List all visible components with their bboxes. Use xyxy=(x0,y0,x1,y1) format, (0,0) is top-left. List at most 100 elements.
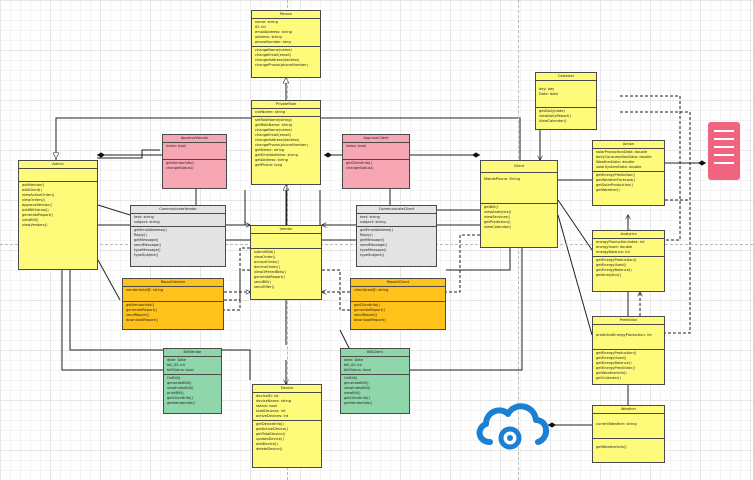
field-row: Date: date xyxy=(539,92,559,96)
class-action[interactable]: Action solarProductionData: double daily… xyxy=(592,140,665,206)
field-row: date: Date xyxy=(344,358,364,362)
method-row: sendReport() xyxy=(126,313,150,317)
method-row: sendOffer() xyxy=(254,285,275,289)
method-row: viewIndexBill() xyxy=(344,386,371,390)
class-privaterole[interactable]: PrivateRole roleName: string setRoleName… xyxy=(251,100,321,185)
method-row: viewOfferedBids() xyxy=(254,270,287,274)
field-row: subject: string xyxy=(360,220,386,224)
class-prediction[interactable]: Prediction predictedEnergyProduction: in… xyxy=(592,316,665,385)
field-section: solarProductionData: double dailyConsump… xyxy=(593,149,664,172)
class-calendar[interactable]: Calendar day: day Date: date getDaily(da… xyxy=(535,72,597,130)
method-section: getDeviceInfo() getActiveDevice() getTot… xyxy=(253,421,321,453)
class-billvendor[interactable]: BillVendor date: Date bill_ID: int billS… xyxy=(163,348,222,414)
field-section: deviceID: int deviceName: string status:… xyxy=(253,393,321,421)
class-title: BillClient xyxy=(341,349,409,357)
method-row: getPhone: long xyxy=(255,163,283,167)
method-row: viewIndexBill() xyxy=(167,386,194,390)
field-row: roleName: string xyxy=(255,110,286,114)
method-row: getPrediction() xyxy=(484,220,511,224)
field-row: name: string xyxy=(255,20,278,24)
field-section: index: bool xyxy=(343,143,409,160)
class-title: Person xyxy=(252,11,320,19)
class-communicatevendor[interactable]: CommunicateVendor text: string subject: … xyxy=(130,205,226,267)
method-row: addVendor() xyxy=(22,183,45,187)
class-approveclient[interactable]: ApproveClient index: bool getClientInfo(… xyxy=(342,134,410,189)
field-row: energyBalance: int xyxy=(596,250,630,254)
field-row: ID: int xyxy=(255,25,266,29)
class-title: Admin xyxy=(19,161,97,169)
method-row: getAnalytics() xyxy=(596,273,622,277)
field-row: index: bool xyxy=(166,144,186,148)
class-title: Analytics xyxy=(593,231,664,239)
class-billclient[interactable]: BillClient date: Date bill_ID: int billS… xyxy=(340,348,410,414)
method-row: viewActiveOrder() xyxy=(22,193,55,197)
method-row: getClientInfo() xyxy=(167,396,193,400)
stacked-database-icon xyxy=(708,122,740,180)
method-row: downloadReport() xyxy=(354,318,387,322)
method-row: getMessage() xyxy=(360,238,385,242)
class-title: Calendar xyxy=(536,73,596,81)
method-row: changePhone(phoneNumber) xyxy=(255,143,308,147)
method-row: getEnergyPrediction() xyxy=(596,173,636,177)
field-row: clientArea@: string xyxy=(354,288,389,292)
method-row: Reply() xyxy=(134,233,147,237)
field-row: emailAddress: string xyxy=(255,30,292,34)
method-row: changeEmail(email) xyxy=(255,53,291,57)
class-title: Weather xyxy=(593,406,664,414)
method-row: generateReport() xyxy=(254,275,285,279)
class-admin[interactable]: Admin addVendor() addClient() viewActive… xyxy=(18,160,98,270)
method-row: getVendorInfo() xyxy=(126,303,155,307)
field-row: text: string xyxy=(360,215,380,219)
method-row: getWeatherInfo() xyxy=(596,371,627,375)
method-row: downloadReport() xyxy=(126,318,159,322)
method-row: getEnergyUsed() xyxy=(596,356,627,360)
method-row: generateReport() xyxy=(354,308,385,312)
method-section: getEmailAddress() Reply() getMessage() s… xyxy=(357,227,436,259)
field-section xyxy=(251,234,321,249)
class-analytics[interactable]: Analytics energyProductionIndex: int ene… xyxy=(592,230,665,292)
field-row: date: Date xyxy=(167,358,187,362)
class-approvevendor[interactable]: ApproveVendor index: bool getVendorInfo(… xyxy=(162,134,227,189)
class-reportclient[interactable]: ReportClient clientArea@: string getClie… xyxy=(350,278,446,330)
field-section: currentWeather: string xyxy=(593,414,664,439)
method-section: getDaily(date) viewDailyReport() ViewCal… xyxy=(536,108,596,125)
method-row: viewAnalytics() xyxy=(484,210,512,214)
field-row: solarProductionData: double xyxy=(596,150,648,154)
method-row: getEnergyUsed() xyxy=(596,263,627,267)
field-row: index: bool xyxy=(346,144,366,148)
class-title: Prediction xyxy=(593,317,664,325)
method-row: getEmailAddress: string xyxy=(255,153,298,157)
method-row: viewOrder() xyxy=(254,255,276,259)
class-client[interactable]: Client MobilePhone: String getBill() vie… xyxy=(480,160,558,248)
class-title: ApproveClient xyxy=(343,135,409,143)
method-row: printBill() xyxy=(167,391,184,395)
method-row: getDeviceInfo() xyxy=(256,422,284,426)
method-row: getWeatherForecast() xyxy=(596,178,636,182)
field-section: vendorArea@: string xyxy=(123,287,223,302)
field-row: energyUsed: double xyxy=(596,245,633,249)
method-row: getName: string xyxy=(255,148,285,152)
class-person[interactable]: Person name: string ID: int emailAddress… xyxy=(251,10,321,78)
method-section: getEnergyProduction() getEnergyUsed() ge… xyxy=(593,257,664,279)
method-row: getSolarProduction() xyxy=(596,183,633,187)
class-communicateclient[interactable]: CommunicateClient text: string subject: … xyxy=(356,205,437,267)
field-section: roleName: string xyxy=(252,109,320,117)
method-section: getEmailAddress() Reply() getMessage() s… xyxy=(131,227,225,259)
class-vendor[interactable]: Vendor submitBid() viewOrder() acceptOrd… xyxy=(250,225,322,300)
method-row: addClient() xyxy=(22,188,42,192)
method-row: addWithdraw() xyxy=(22,208,49,212)
method-row: getEnergyBalance() xyxy=(596,361,632,365)
class-weather[interactable]: Weather currentWeather: string getWeathe… xyxy=(592,405,665,463)
field-row: billStatus: bool xyxy=(167,368,194,372)
field-section: predictedEnergyProduction: int xyxy=(593,325,664,350)
field-section: day: day Date: date xyxy=(536,81,596,108)
method-section: OnBill() generateBill() viewIndexBill() … xyxy=(341,375,409,407)
method-row: getClientInfo() xyxy=(346,161,372,165)
field-row: deviceID: int xyxy=(256,394,279,398)
method-section: setRoleName(string) getRoleName: string … xyxy=(252,117,320,169)
class-device[interactable]: Device deviceID: int deviceName: string … xyxy=(252,384,322,468)
field-row: MobilePhone: String xyxy=(484,177,520,181)
class-title: Action xyxy=(593,141,664,149)
class-reportvendor[interactable]: ReportVendor vendorArea@: string getVend… xyxy=(122,278,224,330)
